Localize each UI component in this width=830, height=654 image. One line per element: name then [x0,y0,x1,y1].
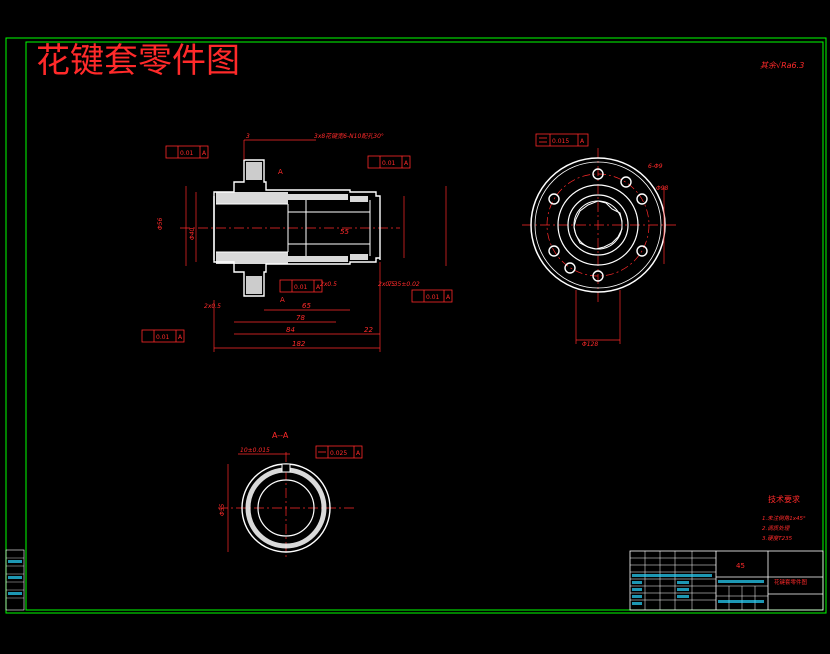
svg-text:A: A [356,450,361,457]
title-block-drawing-name: 花键套零件图 [774,578,808,586]
svg-text:A: A [404,160,409,167]
svg-text:0.01: 0.01 [156,334,170,341]
section-mark-bottom: A [280,296,285,304]
gdt-frame-symmetry: 0.025 A [315,445,363,459]
gdt-frame-1: 0.01 A [165,145,209,159]
section-mark-top: A [278,168,283,176]
svg-text:A: A [316,284,321,291]
svg-text:0.01: 0.01 [426,294,440,301]
dim-length-84: 84 [286,326,295,334]
svg-text:0.015: 0.015 [552,138,569,145]
svg-text:0.01: 0.01 [180,150,194,157]
left-margin-block [5,549,25,611]
outer-border [5,37,827,614]
dim-length-65: 65 [302,302,311,310]
dim-hole-6x: 6-Φ9 [648,163,663,170]
dim-length-78: 78 [296,314,305,322]
dim-pcd: Φ98 [656,185,669,192]
tech-item-2: 2.调质处理 [762,525,791,532]
inner-border [25,41,824,611]
tech-heading: 技术要求 [768,494,800,504]
gdt-frame-3: 0.01 A [279,279,323,293]
gdt-frame-4: 0.01 A [411,289,453,303]
svg-text:A: A [202,150,207,157]
section-a-a-view: A--A Φ55 10±0.015 0.025 A [218,431,363,560]
dim-keyway-width: 10±0.015 [240,447,270,454]
dim-spline-callout: 3x8花键宽6-N10配孔30° [314,132,384,140]
gdt-frame-2: 0.01 A [367,155,411,169]
gdt-frame-5: 0.01 A [141,329,185,343]
roughness-note: 其余√Ra6.3 [760,61,804,70]
title-block-material: 45 [736,562,745,570]
dim-3: 3 [246,133,250,140]
tech-item-3: 3.硬度T235 [762,535,793,542]
dim-left-dia: Φ56 [157,217,164,230]
svg-text:0.025: 0.025 [330,450,347,457]
drawing-title: 花键套零件图 [36,41,240,81]
svg-text:0.01: 0.01 [294,284,308,291]
gdt-frame-parallel: 0.015 A [535,133,589,147]
dim-tol-735: 7.35±0.02 [388,281,420,288]
section-label: A--A [272,431,289,440]
dim-flange-dia: Φ128 [582,341,598,348]
dim-chamfer-b: 2x0.5 [320,281,337,288]
dim-ring-dia: Φ55 [219,503,226,516]
title-block: 45 花键套零件图 [629,550,824,611]
tech-requirements: 技术要求 1.未注倒角1x45° 2.调质处理 3.硬度T235 [762,494,806,542]
dim-length-22: 22 [364,326,373,334]
dim-dia-55: 55 [340,228,349,236]
svg-text:0.01: 0.01 [382,160,396,167]
svg-text:A: A [580,138,585,145]
dim-overall-length: 182 [292,340,306,348]
dim-chamfer-a: 2x0.5 [204,303,221,310]
main-section-view: 182 84 78 65 22 55 3x8花键宽6-N10配孔30° 3 2x… [141,132,453,352]
tech-item-1: 1.未注倒角1x45° [762,515,806,522]
svg-text:A: A [178,334,183,341]
dim-bore-dia: Φ40 [189,227,196,240]
end-view: 6-Φ9 Φ98 Φ128 0.015 A [522,133,676,348]
svg-text:A: A [446,294,451,301]
dim-chamfer-c: 2x0.5 [378,281,395,288]
